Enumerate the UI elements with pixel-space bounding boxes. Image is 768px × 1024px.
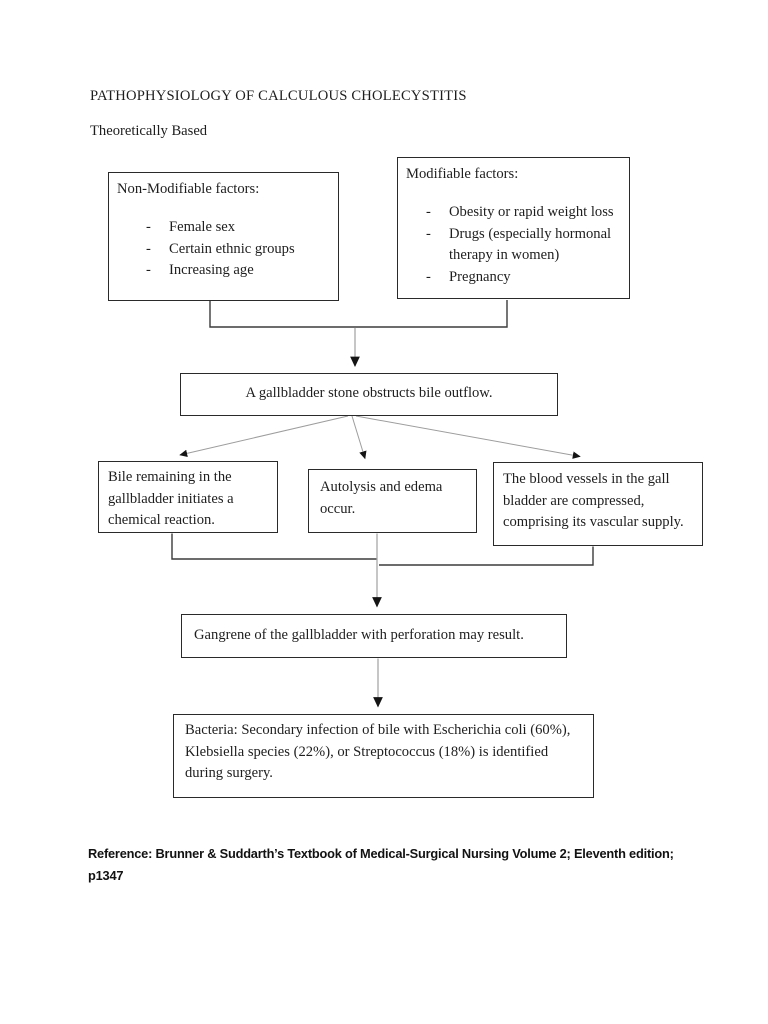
- list-item-text: Pregnancy: [449, 268, 511, 285]
- dash-bullet: -: [426, 268, 431, 285]
- reference-line-1: Reference: Brunner & Suddarth’s Textbook…: [88, 846, 674, 861]
- reference-citation: Reference: Brunner & Suddarth’s Textbook…: [88, 843, 708, 886]
- dash-bullet: -: [426, 204, 431, 220]
- list-item-text: Female sex: [169, 219, 236, 235]
- list-item-text: Increasing age: [169, 262, 254, 278]
- bacteria-box: Bacteria: Secondary infection of bile wi…: [173, 714, 594, 798]
- list-item: - Increasing age: [146, 260, 330, 282]
- connector-factors-elbow: [209, 298, 508, 328]
- dash-bullet: -: [426, 225, 431, 242]
- page-subtitle: Theoretically Based: [90, 123, 208, 139]
- modifiable-heading: Modifiable factors:: [406, 166, 519, 182]
- connector-bile-elbow: [171, 533, 378, 560]
- arrow-to-bile-reaction: [179, 415, 349, 458]
- non-modifiable-heading: Non-Modifiable factors:: [117, 181, 260, 197]
- obstruction-box: A gallbladder stone obstructs bile outfl…: [180, 373, 558, 416]
- dash-bullet: -: [146, 240, 151, 257]
- arrow-to-vessels: [355, 415, 581, 459]
- modifiable-factors-box: Modifiable factors: - Obesity or rapid w…: [397, 157, 630, 299]
- list-item-text: Drugs (especially hormonal therapy in wo…: [449, 225, 612, 264]
- vessels-box: The blood vessels in the gall bladder ar…: [493, 462, 703, 546]
- list-item: - Certain ethnic groups: [146, 239, 330, 261]
- page-title: PATHOPHYSIOLOGY OF CALCULOUS CHOLECYSTIT…: [90, 88, 467, 104]
- reference-line-2: p1347: [88, 867, 124, 883]
- gangrene-box: Gangrene of the gallbladder with perfora…: [181, 614, 567, 658]
- non-modifiable-factors-box: Non-Modifiable factors: - Female sex - C…: [108, 172, 339, 301]
- autolysis-box: Autolysis and edema occur.: [308, 469, 477, 533]
- list-item: - Female sex: [146, 217, 330, 239]
- list-item: - Pregnancy: [426, 267, 621, 289]
- dash-bullet: -: [146, 262, 151, 278]
- non-modifiable-list: - Female sex - Certain ethnic groups - I…: [117, 217, 330, 282]
- modifiable-list: - Obesity or rapid weight loss - Drugs (…: [406, 202, 621, 288]
- list-item: - Obesity or rapid weight loss: [426, 202, 621, 224]
- arrow-to-autolysis: [351, 415, 367, 460]
- list-item-text: Certain ethnic groups: [169, 240, 295, 257]
- connector-vessels-elbow: [379, 546, 594, 566]
- list-item-text: Obesity or rapid weight loss: [449, 204, 614, 220]
- bile-reaction-box: Bile remaining in the gallbladder initia…: [98, 461, 278, 533]
- list-item: - Drugs (especially hormonal therapy in …: [426, 224, 621, 267]
- dash-bullet: -: [146, 219, 151, 235]
